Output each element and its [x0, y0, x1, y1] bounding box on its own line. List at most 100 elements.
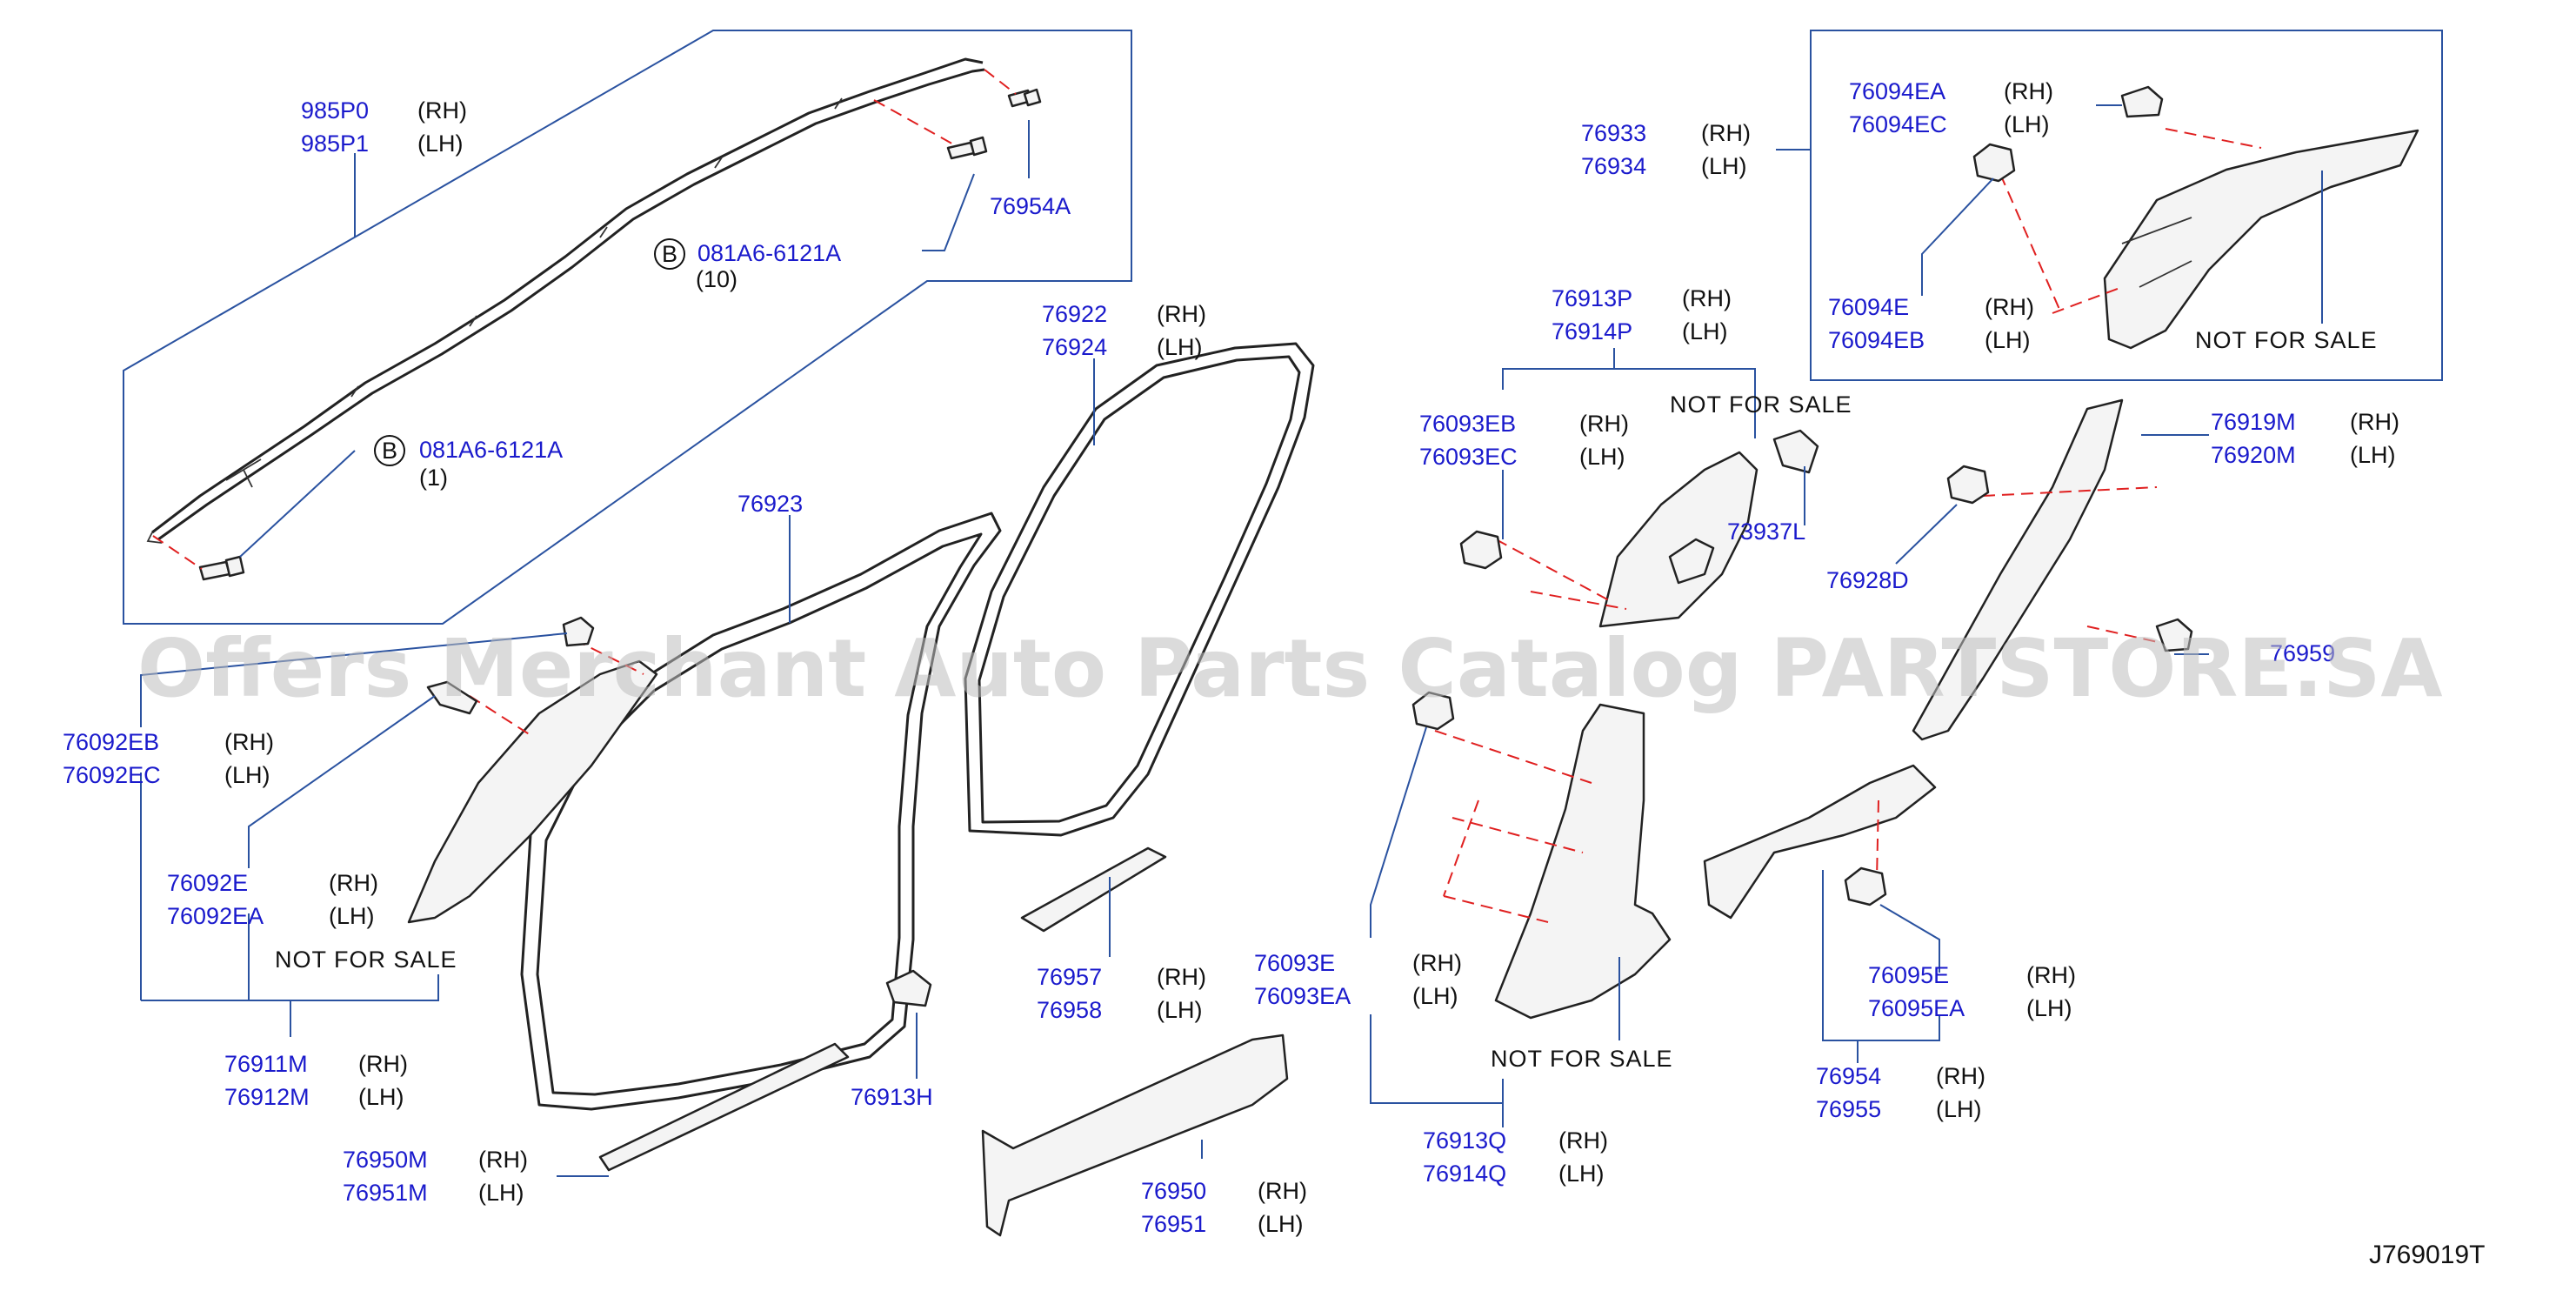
label-76959: 76959	[2270, 640, 2335, 666]
rear-pillar-group-frame	[1810, 30, 2443, 381]
clip-icon-76913h	[885, 969, 932, 1007]
label-not-for-sale-mid: NOT FOR SALE	[1670, 391, 1852, 418]
label-76924-side: (LH)	[1157, 334, 1203, 360]
label-76922: 76922	[1042, 301, 1107, 327]
label-76092e: 76092E	[167, 870, 248, 896]
label-76094e-side: (RH)	[1985, 294, 2034, 320]
clip-icon-76094ea	[2120, 85, 2164, 118]
label-76950: 76950	[1141, 1178, 1206, 1204]
label-76957-side: (RH)	[1157, 964, 1206, 990]
label-76913q-side: (RH)	[1558, 1127, 1608, 1154]
label-not-for-sale-left: NOT FOR SALE	[275, 947, 457, 973]
label-76954-side: (RH)	[1936, 1063, 1985, 1089]
label-76093eb: 76093EB	[1419, 411, 1516, 437]
label-76957: 76957	[1037, 964, 1102, 990]
label-76933-side: (RH)	[1701, 120, 1751, 146]
label-76093ec-side: (LH)	[1579, 444, 1625, 470]
clip-icon-76095e	[1844, 866, 1887, 906]
label-985p1-side: (LH)	[417, 130, 464, 157]
label-76094eb: 76094EB	[1828, 327, 1925, 353]
label-76914q: 76914Q	[1423, 1161, 1506, 1187]
step-plate-drawing	[1020, 846, 1167, 933]
label-081a6-6121a-1: 081A6-6121A	[697, 240, 841, 266]
label-76950m: 76950M	[343, 1147, 428, 1173]
label-76955-side: (LH)	[1936, 1096, 1982, 1122]
label-985p0-side: (RH)	[417, 97, 467, 124]
label-76911m-side: (RH)	[358, 1051, 408, 1077]
label-76094ec: 76094EC	[1849, 111, 1947, 137]
label-76951-side: (LH)	[1258, 1211, 1304, 1237]
clip-icon-76092eb	[562, 616, 595, 647]
label-76093e-side: (RH)	[1412, 950, 1462, 976]
front-door-weatherstrip-drawing	[964, 342, 1315, 837]
label-76913p-side: (RH)	[1682, 285, 1732, 311]
label-76094ea: 76094EA	[1849, 78, 1945, 104]
label-76092ea: 76092EA	[167, 903, 264, 929]
clip-icon-76093eb	[1459, 530, 1503, 570]
label-081a6-qty-1: (1)	[419, 465, 448, 491]
label-76958-side: (LH)	[1157, 997, 1203, 1023]
label-76094ea-side: (RH)	[2004, 78, 2053, 104]
label-76092eb: 76092EB	[63, 729, 159, 755]
label-76913q: 76913Q	[1423, 1127, 1506, 1154]
sill-finisher-drawing	[981, 1033, 1289, 1237]
clip-icon-76094e	[1972, 143, 2016, 183]
label-76920m-side: (LH)	[2350, 442, 2396, 468]
label-76914p: 76914P	[1552, 318, 1632, 344]
label-76933: 76933	[1581, 120, 1646, 146]
curtain-airbag-drawing	[146, 57, 985, 544]
center-pillar-upper-drawing	[1598, 451, 1758, 628]
label-76951: 76951	[1141, 1211, 1206, 1237]
label-not-for-sale-topright: NOT FOR SALE	[2195, 327, 2378, 353]
rear-sill-finisher-drawing	[1703, 764, 1937, 920]
label-76093ec: 76093EC	[1419, 444, 1518, 470]
label-b-symbol-2: B	[382, 438, 397, 464]
label-76095ea: 76095EA	[1868, 995, 1965, 1021]
cover-icon-73937l	[1772, 429, 1819, 474]
label-76913p: 76913P	[1552, 285, 1632, 311]
label-76958: 76958	[1037, 997, 1102, 1023]
label-76928d: 76928D	[1826, 567, 1909, 593]
watermark-text: Offers Merchant Auto Parts Catalog PARTS…	[137, 622, 2443, 715]
b-circle-icon	[374, 435, 405, 466]
label-76092eb-side: (RH)	[224, 729, 274, 755]
label-76092e-side: (RH)	[329, 870, 378, 896]
label-081a6-6121a-2: 081A6-6121A	[419, 437, 563, 463]
label-76095ea-side: (LH)	[2026, 995, 2072, 1021]
label-76919m-side: (RH)	[2350, 409, 2399, 435]
clip-icon-76092e	[426, 680, 478, 715]
label-76924: 76924	[1042, 334, 1107, 360]
label-76094e: 76094E	[1828, 294, 1909, 320]
label-76093ea-side: (LH)	[1412, 983, 1458, 1009]
clip-icon-76093e	[1411, 691, 1455, 731]
label-76955: 76955	[1816, 1096, 1881, 1122]
label-76951m-side: (LH)	[478, 1180, 524, 1206]
center-pillar-lower-drawing	[1494, 703, 1672, 1020]
body-weatherstrip-drawing	[520, 512, 1002, 1111]
label-76094eb-side: (LH)	[1985, 327, 2031, 353]
label-985p1: 985P1	[301, 130, 369, 157]
label-76094ec-side: (LH)	[2004, 111, 2050, 137]
label-76922-side: (RH)	[1157, 301, 1206, 327]
label-76923: 76923	[737, 491, 803, 517]
label-76913h: 76913H	[851, 1084, 933, 1110]
label-76911m: 76911M	[224, 1051, 308, 1077]
label-76914q-side: (LH)	[1558, 1161, 1605, 1187]
airbag-group-frame	[123, 30, 1132, 625]
rear-pillar-upper-drawing	[2103, 129, 2419, 350]
label-73937l: 73937L	[1727, 518, 1805, 545]
label-985p0: 985P0	[301, 97, 369, 124]
label-b-symbol-1: B	[662, 241, 677, 267]
label-76934: 76934	[1581, 153, 1646, 179]
label-76092ec: 76092EC	[63, 762, 161, 788]
label-76920m: 76920M	[2211, 442, 2296, 468]
label-76095e: 76095E	[1868, 962, 1949, 988]
label-76919m: 76919M	[2211, 409, 2296, 435]
clip-icon-76959	[2155, 618, 2193, 652]
label-76914p-side: (LH)	[1682, 318, 1728, 344]
bolt-icon-76954a-1	[1007, 88, 1042, 108]
label-76951m: 76951M	[343, 1180, 428, 1206]
label-76093ea: 76093EA	[1254, 983, 1351, 1009]
label-76912m-side: (LH)	[358, 1084, 404, 1110]
